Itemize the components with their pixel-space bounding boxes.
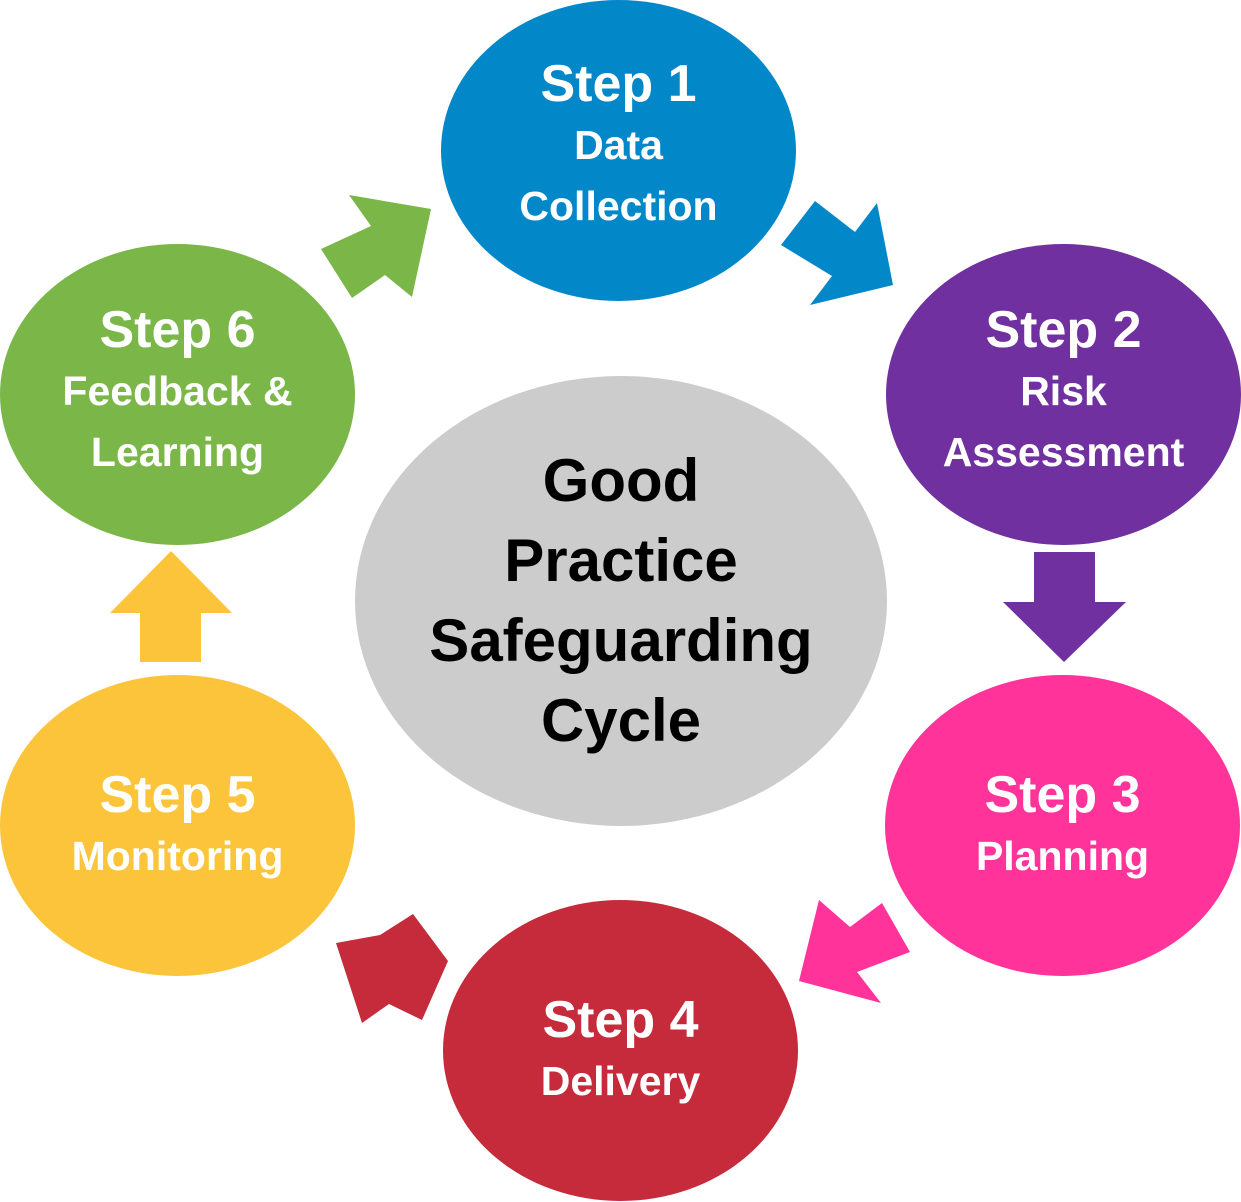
step-2-bubble: Step 2 Risk Assessment bbox=[886, 244, 1241, 545]
step-1-label: Data Collection bbox=[519, 122, 718, 229]
step-3-label: Planning bbox=[975, 832, 1150, 879]
step-1-number: Step 1 bbox=[540, 55, 697, 114]
arrow-step3-to-step4 bbox=[799, 900, 910, 1003]
arrow-step4-to-step5 bbox=[336, 914, 448, 1023]
step-6-label: Feedback & Learning bbox=[62, 368, 293, 475]
step-3-number: Step 3 bbox=[984, 765, 1141, 824]
step-1-bubble: Step 1 Data Collection bbox=[441, 0, 796, 301]
step-2-number: Step 2 bbox=[985, 301, 1142, 360]
step-6-bubble: Step 6 Feedback & Learning bbox=[0, 244, 355, 545]
step-5-label: Monitoring bbox=[71, 832, 284, 879]
cycle-title: Good Practice Safeguarding Cycle bbox=[429, 447, 813, 754]
step-4-label: Delivery bbox=[540, 1057, 701, 1104]
step-4-bubble: Step 4 Delivery bbox=[443, 900, 798, 1201]
step-2-label: Risk Assessment bbox=[942, 368, 1185, 475]
arrow-step6-to-step1 bbox=[321, 195, 431, 298]
step-5-number: Step 5 bbox=[99, 765, 256, 824]
step-6-number: Step 6 bbox=[99, 301, 256, 360]
arrow-step5-to-step6 bbox=[110, 551, 232, 662]
arrow-step1-to-step2 bbox=[781, 201, 893, 305]
arrow-step2-to-step3 bbox=[1003, 552, 1126, 662]
step-5-bubble: Step 5 Monitoring bbox=[0, 675, 355, 976]
step-3-bubble: Step 3 Planning bbox=[885, 675, 1240, 976]
step-4-number: Step 4 bbox=[542, 990, 699, 1049]
center-title-bubble: Good Practice Safeguarding Cycle bbox=[355, 376, 887, 826]
